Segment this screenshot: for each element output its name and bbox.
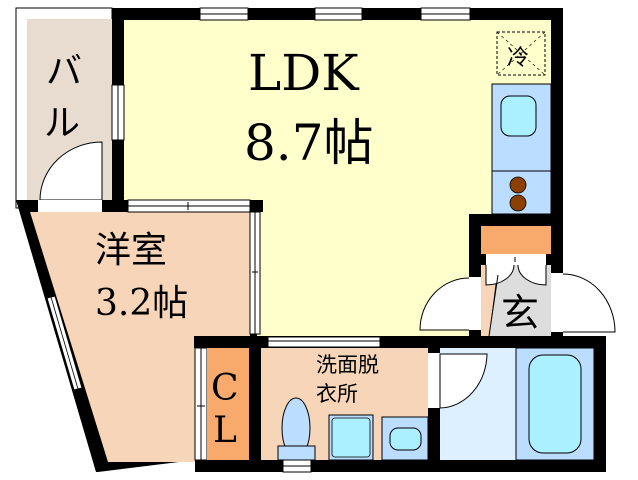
western-room-name: 洋室 — [95, 230, 167, 271]
balcony-label-2: ル — [44, 103, 80, 144]
balcony: バ ル — [15, 7, 113, 209]
bathtub-icon — [528, 354, 582, 454]
kitchen-sink-icon — [500, 95, 537, 137]
washroom-label-2: 衣所 — [316, 382, 358, 406]
ldk-name: LDK — [248, 44, 360, 102]
washroom: 洗面脱 衣所 — [261, 348, 432, 473]
closet: C L — [194, 347, 261, 461]
balcony-label-1: バ — [46, 51, 82, 92]
bath-door-swing-icon — [439, 353, 488, 409]
closet-label-1: C — [211, 368, 239, 409]
toilet-icon — [277, 397, 316, 461]
western-room-size: 3.2帖 — [95, 283, 188, 324]
bathroom — [439, 347, 595, 461]
entrance-door-left-icon — [419, 277, 470, 331]
ldk-size: 8.7帖 — [244, 114, 374, 172]
stove-burner-icon — [509, 176, 527, 194]
refrigerator-icon: 冷 — [496, 31, 546, 76]
entrance-door-right-icon — [562, 273, 616, 333]
washroom-label-1: 洗面脱 — [316, 353, 379, 377]
stove-burner-icon — [509, 194, 527, 212]
entrance-label: 玄 — [501, 291, 539, 335]
shoe-cabinet — [481, 226, 551, 254]
balcony-door-swing-icon — [39, 141, 103, 201]
entrance: 玄 — [419, 214, 616, 337]
ldk-top-windows — [199, 7, 471, 21]
closet-label-2: L — [213, 410, 237, 451]
refrigerator-label: 冷 — [507, 46, 529, 71]
